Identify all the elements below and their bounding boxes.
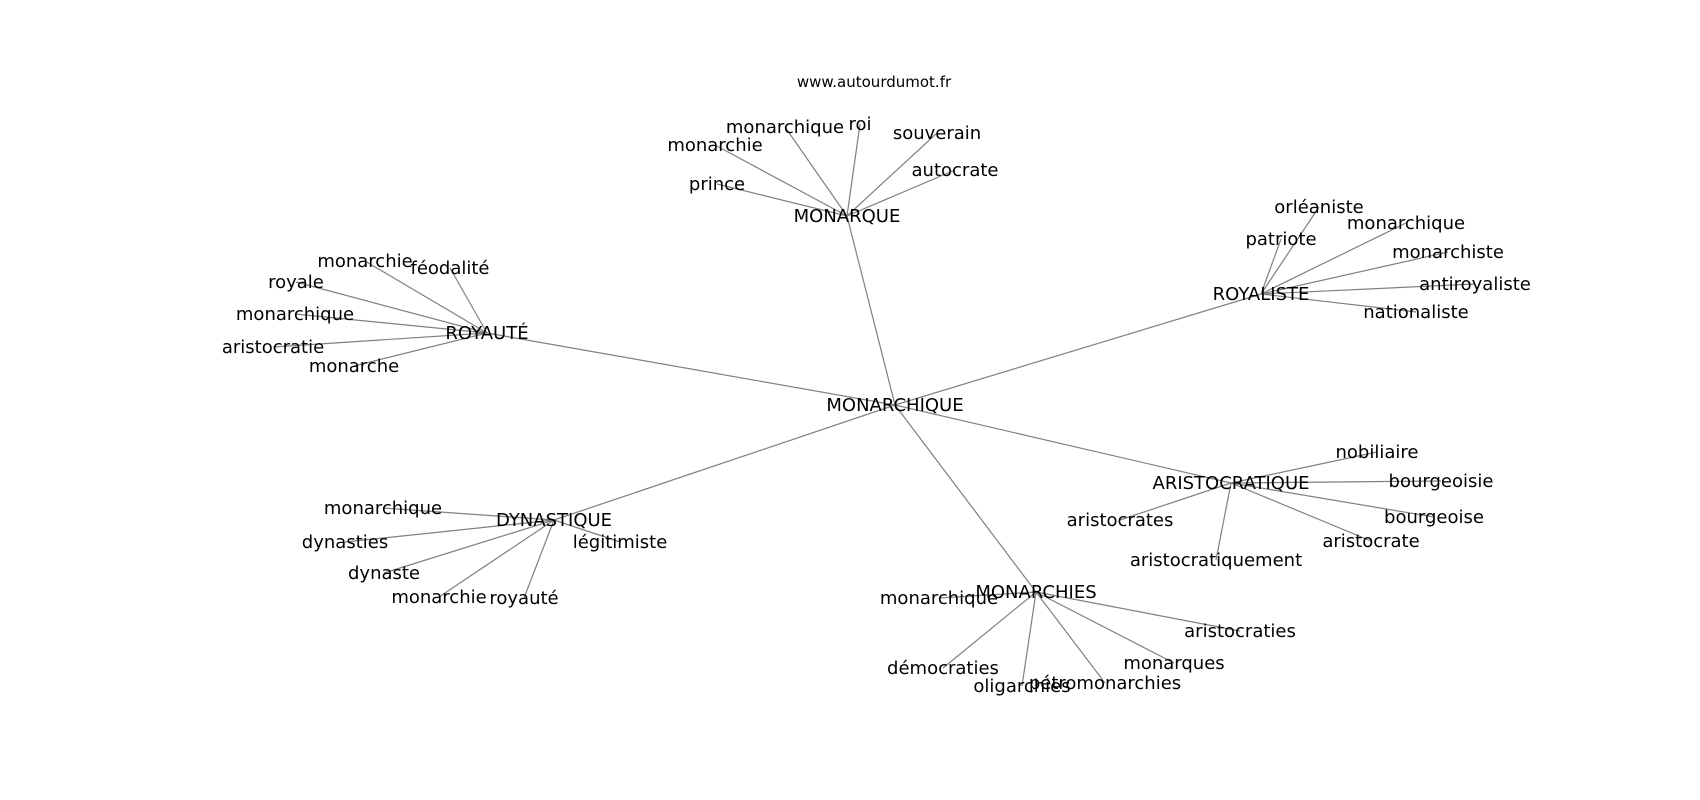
- leaf-label: royale: [268, 272, 324, 293]
- edge-royaute-leaf: [353, 332, 488, 367]
- edge-royaute-leaf: [294, 313, 488, 334]
- edge-royaute-leaf: [449, 267, 488, 334]
- leaf-label: aristocrates: [1067, 510, 1174, 531]
- leaf-label: monarchie: [391, 587, 486, 608]
- edge-monarchies-leaf: [1021, 591, 1037, 687]
- edge-center-royaliste: [894, 293, 1262, 406]
- leaf-label: monarchique: [726, 117, 844, 138]
- leaf-label: pétromonarchies: [1029, 673, 1181, 694]
- edge-dynastique-leaf: [344, 519, 555, 543]
- edge-royaliste-leaf: [1260, 206, 1320, 295]
- leaf-label: aristocrate: [1322, 531, 1419, 552]
- leaf-label: autocrate: [912, 160, 999, 181]
- hub-label-royaute: ROYAUTÉ: [445, 322, 528, 344]
- leaf-label: aristocratie: [222, 337, 324, 358]
- edge-center-aristocratique: [894, 404, 1232, 484]
- edge-monarque-leaf: [846, 169, 956, 217]
- edge-aristocratique-leaf: [1119, 482, 1232, 521]
- leaf-label: prince: [689, 174, 745, 195]
- hub-label-monarchies: MONARCHIES: [975, 582, 1096, 603]
- leaf-label: monarques: [1123, 653, 1224, 674]
- leaf-label: monarche: [309, 356, 399, 377]
- source-url: www.autourdumot.fr: [797, 73, 952, 91]
- edge-royaliste-leaf: [1260, 238, 1282, 295]
- edge-monarque-leaf: [784, 126, 848, 217]
- leaf-label: patriote: [1245, 229, 1316, 250]
- edge-aristocratique-leaf: [1230, 482, 1372, 542]
- edge-aristocratique-leaf: [1230, 482, 1435, 518]
- hub-label-royaliste: ROYALISTE: [1213, 284, 1310, 305]
- edge-royaute-leaf: [295, 281, 488, 334]
- edge-aristocratique-leaf: [1230, 480, 1442, 484]
- edge-dynastique-leaf: [383, 519, 555, 574]
- leaf-label: nationaliste: [1363, 302, 1468, 323]
- leaf-label: dynaste: [348, 563, 420, 584]
- edge-center-royaute: [486, 332, 896, 406]
- leaf-label: dynasties: [302, 532, 388, 553]
- edge-monarchies-leaf: [1035, 591, 1175, 664]
- leaf-label: souverain: [893, 123, 981, 144]
- hub-label-dynastique: DYNASTIQUE: [496, 510, 612, 531]
- leaf-label: aristocraties: [1184, 621, 1296, 642]
- leaf-label: antiroyaliste: [1419, 274, 1531, 295]
- leaf-label: bourgeoise: [1384, 507, 1484, 528]
- edge-monarchies-leaf: [1035, 591, 1106, 684]
- leaf-label: monarchiste: [1392, 242, 1504, 263]
- leaf-label: monarchique: [1347, 213, 1465, 234]
- edge-dynastique-leaf: [382, 507, 555, 521]
- leaf-label: oligarchies: [973, 676, 1070, 697]
- edge-dynastique-leaf: [438, 519, 555, 598]
- edge-center-monarchies: [894, 404, 1037, 593]
- edge-aristocratique-leaf: [1230, 451, 1378, 484]
- edge-monarque-leaf: [846, 123, 861, 217]
- edge-dynastique-leaf: [553, 519, 621, 543]
- leaf-label: légitimiste: [573, 532, 668, 553]
- hub-label-monarque: MONARQUE: [794, 206, 901, 227]
- edge-royaute-leaf: [364, 260, 488, 334]
- hub-label-aristocratique: ARISTOCRATIQUE: [1153, 473, 1310, 494]
- leaf-label: démocraties: [887, 658, 999, 679]
- leaf-label: royauté: [489, 588, 558, 609]
- leaf-label: orléaniste: [1274, 197, 1363, 218]
- edge-royaliste-leaf: [1260, 293, 1417, 313]
- leaf-label: monarchie: [317, 251, 412, 272]
- edge-monarchies-leaf: [942, 591, 1037, 669]
- leaf-label: monarchique: [880, 588, 998, 609]
- center-node-label: MONARCHIQUE: [826, 395, 963, 416]
- leaf-label: monarchique: [324, 498, 442, 519]
- edge-royaliste-leaf: [1260, 222, 1407, 295]
- leaf-label: aristocratiquement: [1130, 550, 1302, 571]
- leaf-label: féodalité: [410, 258, 489, 279]
- edge-monarque-leaf: [846, 132, 938, 217]
- leaf-label: nobiliaire: [1336, 442, 1419, 463]
- edge-royaliste-leaf: [1260, 283, 1476, 295]
- leaf-label: roi: [848, 114, 871, 135]
- leaf-label: bourgeoisie: [1389, 471, 1494, 492]
- edge-royaliste-leaf: [1260, 251, 1449, 295]
- edge-monarque-leaf: [714, 144, 848, 217]
- edge-monarque-leaf: [716, 183, 848, 217]
- graph-edges: [272, 123, 1476, 687]
- edge-center-monarque: [846, 215, 896, 406]
- edge-royaute-leaf: [272, 332, 488, 348]
- edge-center-dynastique: [553, 404, 896, 521]
- leaf-label: monarchie: [667, 135, 762, 156]
- leaf-label: monarchique: [236, 304, 354, 325]
- edge-monarchies-leaf: [938, 591, 1037, 599]
- edge-dynastique-leaf: [523, 519, 555, 599]
- edge-monarchies-leaf: [1035, 591, 1241, 632]
- edge-aristocratique-leaf: [1215, 482, 1232, 561]
